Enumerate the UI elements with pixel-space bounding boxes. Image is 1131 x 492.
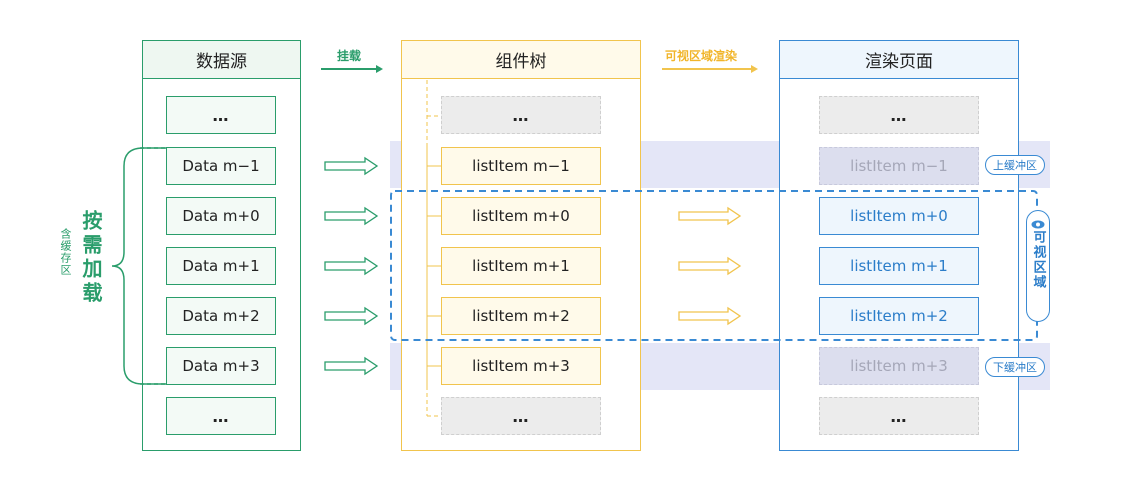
data-item-m1: Data m+1 — [166, 247, 276, 285]
tree-item-m3: listItem m+3 — [441, 347, 601, 385]
data-source-title: 数据源 — [143, 41, 300, 79]
component-tree-title: 组件树 — [402, 41, 640, 79]
visible-render-arrow — [662, 65, 758, 73]
tree-connector-lines — [426, 80, 441, 417]
render-item-ellipsis-bottom: … — [819, 397, 979, 435]
render-item-m0: listItem m+0 — [819, 197, 979, 235]
tree-item-m-1: listItem m−1 — [441, 147, 601, 185]
data-item-ellipsis-top: … — [166, 96, 276, 134]
visible-area-text: 可视区域 — [1030, 230, 1046, 290]
tree-item-ellipsis-top: … — [441, 96, 601, 134]
data-item-m2: Data m+2 — [166, 297, 276, 335]
lower-cache-badge: 下缓冲区 — [985, 357, 1045, 377]
data-item-ellipsis-bottom: … — [166, 397, 276, 435]
visible-render-label: 可视区域渲染 — [665, 49, 738, 63]
upper-cache-badge: 上缓冲区 — [985, 155, 1045, 175]
render-page-title: 渲染页面 — [780, 41, 1018, 79]
render-item-m3: listItem m+3 — [819, 347, 979, 385]
on-demand-label: 按需加载 — [79, 210, 103, 306]
tree-item-ellipsis-bottom: … — [441, 397, 601, 435]
tree-item-m1: listItem m+1 — [441, 247, 601, 285]
render-item-m2: listItem m+2 — [819, 297, 979, 335]
render-hollow-arrows — [678, 206, 742, 326]
mount-label: 挂载 — [337, 49, 362, 63]
data-item-m3: Data m+3 — [166, 347, 276, 385]
eye-icon — [1031, 217, 1045, 229]
left-brace — [111, 147, 166, 385]
mount-hollow-arrows — [324, 156, 379, 376]
tree-item-m0: listItem m+0 — [441, 197, 601, 235]
data-item-m0: Data m+0 — [166, 197, 276, 235]
tree-item-m2: listItem m+2 — [441, 297, 601, 335]
render-item-m1: listItem m+1 — [819, 247, 979, 285]
data-item-m-1: Data m−1 — [166, 147, 276, 185]
visible-area-badge: 可视区域 — [1026, 210, 1050, 322]
with-cache-label: 含缓存区 — [59, 228, 72, 276]
render-item-m-1: listItem m−1 — [819, 147, 979, 185]
render-item-ellipsis-top: … — [819, 96, 979, 134]
mount-arrow — [321, 65, 383, 73]
